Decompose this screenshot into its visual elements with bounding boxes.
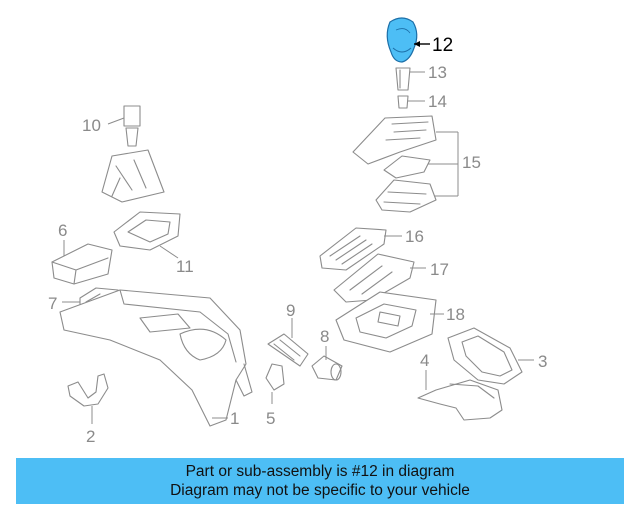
callout-12[interactable]: 12 xyxy=(432,35,453,56)
callout-10: 10 xyxy=(82,116,101,135)
part-16-tray-mat xyxy=(319,227,387,271)
callout-arrow-12 xyxy=(414,41,420,47)
callout-16: 16 xyxy=(405,227,424,246)
part-14-clip xyxy=(397,95,409,109)
callout-18: 18 xyxy=(446,305,465,324)
callout-17: 17 xyxy=(430,260,449,279)
part-12-shift-knob[interactable] xyxy=(386,17,418,63)
callout-leader-11 xyxy=(159,245,179,259)
callout-4: 4 xyxy=(420,351,429,370)
callout-13: 13 xyxy=(428,63,447,82)
info-banner: Part or sub-assembly is #12 in diagram D… xyxy=(16,458,624,504)
part-17-bracket xyxy=(333,253,415,303)
part-3-gate-plate xyxy=(447,327,523,385)
callout-9: 9 xyxy=(286,301,295,320)
part-1-console-body xyxy=(59,289,253,427)
callout-leader-10 xyxy=(107,117,125,125)
part-13-shift-rod xyxy=(395,67,411,91)
callout-2: 2 xyxy=(86,427,95,446)
callout-15: 15 xyxy=(462,153,481,172)
part-4-handle xyxy=(417,379,503,421)
callout-8: 8 xyxy=(320,327,329,346)
callout-3: 3 xyxy=(538,352,547,371)
part-11-bezel xyxy=(113,211,181,251)
banner-line-disclaimer: Diagram may not be specific to your vehi… xyxy=(170,482,470,499)
part-15-shift-indicator-assembly xyxy=(352,115,437,213)
part-5-clip xyxy=(265,363,285,391)
part-6-storage-box xyxy=(51,243,113,285)
callout-5: 5 xyxy=(266,409,275,428)
part-2-bracket xyxy=(67,373,109,407)
part-10-shift-boot xyxy=(101,105,165,203)
callout-7: 7 xyxy=(48,294,57,313)
banner-line-part-info: Part or sub-assembly is #12 in diagram xyxy=(185,463,455,480)
part-18-shifter-base xyxy=(335,291,437,353)
callout-14: 14 xyxy=(428,92,447,111)
part-8-power-outlet xyxy=(311,355,343,381)
callout-6: 6 xyxy=(58,221,67,240)
part-9-socket xyxy=(267,333,309,367)
callout-11: 11 xyxy=(176,257,194,276)
callout-1: 1 xyxy=(230,409,239,428)
